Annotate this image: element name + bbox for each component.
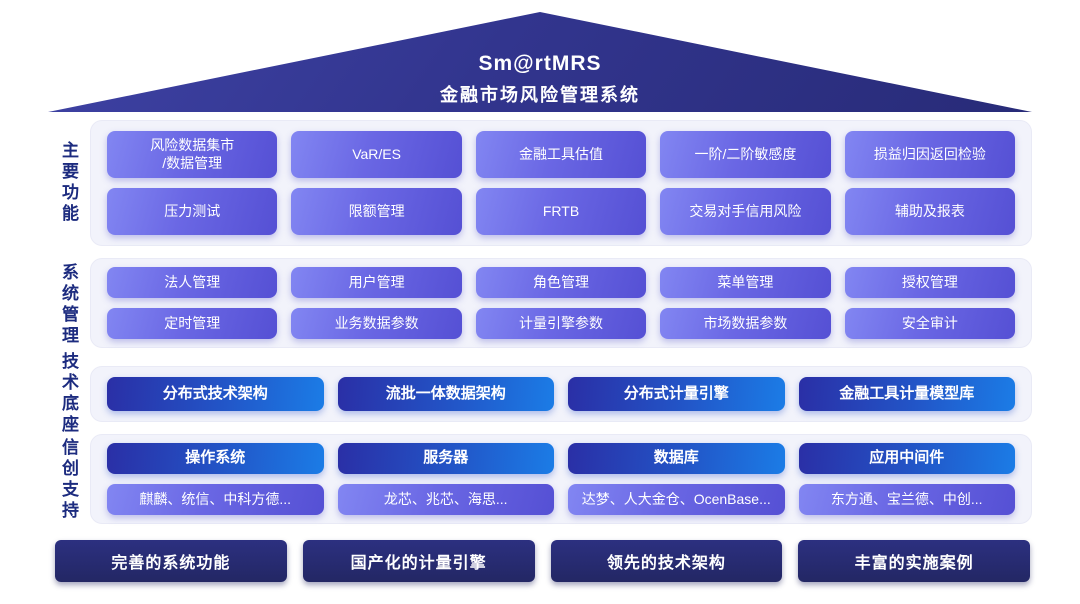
panel-main-functions: 风险数据集市 /数据管理 VaR/ES 金融工具估值 一阶/二阶敏感度 损益归因… <box>90 120 1032 246</box>
footer-highlights: 完善的系统功能 国产化的计量引擎 领先的技术架构 丰富的实施案例 <box>55 540 1030 582</box>
module-button-pnl-attribution: 损益归因返回检验 <box>844 131 1016 178</box>
system-management-row-1: 法人管理 用户管理 角色管理 菜单管理 授权管理 <box>107 267 1016 298</box>
category-button-server: 服务器 <box>337 443 554 474</box>
module-button-var-es: VaR/ES <box>291 131 462 178</box>
highlight-rich-cases: 丰富的实施案例 <box>798 540 1030 582</box>
module-button-legal-entity: 法人管理 <box>107 267 278 298</box>
vendor-button-server: 龙芯、兆芯、海思... <box>337 484 554 515</box>
module-button-aux-reports: 辅助及报表 <box>844 188 1016 235</box>
section-label-xinchuang-support: 信创支持 <box>59 438 78 522</box>
tech-base-row: 分布式技术架构 流批一体数据架构 分布式计量引擎 金融工具计量模型库 <box>107 377 1015 411</box>
module-button-engine-params: 计量引擎参数 <box>475 308 647 339</box>
tech-button-model-library: 金融工具计量模型库 <box>798 377 1015 411</box>
category-button-database: 数据库 <box>568 443 785 474</box>
category-button-middleware: 应用中间件 <box>798 443 1015 474</box>
module-button-security-audit: 安全审计 <box>844 308 1016 339</box>
section-label-tech-base: 技术底座 <box>59 352 78 436</box>
module-button-user-management: 用户管理 <box>291 267 462 298</box>
module-button-authorization: 授权管理 <box>844 267 1016 298</box>
panel-tech-base: 分布式技术架构 流批一体数据架构 分布式计量引擎 金融工具计量模型库 <box>90 366 1032 422</box>
tech-button-distributed-engine: 分布式计量引擎 <box>568 377 785 411</box>
highlight-domestic-engine: 国产化的计量引擎 <box>302 540 535 582</box>
panel-system-management: 法人管理 用户管理 角色管理 菜单管理 授权管理 定时管理 业务数据参数 计量引… <box>90 258 1032 348</box>
highlight-complete-functions: 完善的系统功能 <box>55 540 287 582</box>
vendor-button-database: 达梦、人大金仓、OcenBase... <box>568 484 785 515</box>
category-button-os: 操作系统 <box>107 443 324 474</box>
xinchuang-category-row: 操作系统 服务器 数据库 应用中间件 <box>107 443 1015 474</box>
module-button-risk-data-mart: 风险数据集市 /数据管理 <box>107 131 278 178</box>
tech-button-distributed-architecture: 分布式技术架构 <box>107 377 324 411</box>
system-management-row-2: 定时管理 业务数据参数 计量引擎参数 市场数据参数 安全审计 <box>107 308 1016 339</box>
roof-banner: Sm@rtMRS 金融市场风险管理系统 <box>48 12 1032 112</box>
tech-button-stream-batch-data: 流批一体数据架构 <box>337 377 554 411</box>
module-button-stress-test: 压力测试 <box>107 188 278 235</box>
main-functions-row-1: 风险数据集市 /数据管理 VaR/ES 金融工具估值 一阶/二阶敏感度 损益归因… <box>107 131 1016 178</box>
highlight-leading-architecture: 领先的技术架构 <box>550 540 783 582</box>
system-subtitle: 金融市场风险管理系统 <box>440 85 640 105</box>
section-label-main-functions: 主要功能 <box>59 141 78 225</box>
main-functions-row-2: 压力测试 限额管理 FRTB 交易对手信用风险 辅助及报表 <box>107 188 1016 235</box>
module-button-sensitivities: 一阶/二阶敏感度 <box>660 131 831 178</box>
panel-xinchuang-support: 操作系统 服务器 数据库 应用中间件 麒麟、统信、中科方德... 龙芯、兆芯、海… <box>90 434 1032 524</box>
module-button-counterparty-credit-risk: 交易对手信用风险 <box>660 188 831 235</box>
vendor-button-os: 麒麟、统信、中科方德... <box>107 484 324 515</box>
vendor-button-middleware: 东方通、宝兰德、中创... <box>798 484 1015 515</box>
module-button-role-management: 角色管理 <box>475 267 647 298</box>
module-button-instrument-valuation: 金融工具估值 <box>475 131 647 178</box>
module-button-frtb: FRTB <box>475 188 647 235</box>
module-button-scheduler: 定时管理 <box>107 308 278 339</box>
module-button-limit-management: 限额管理 <box>291 188 462 235</box>
system-title: Sm@rtMRS <box>478 52 602 75</box>
module-button-business-params: 业务数据参数 <box>291 308 462 339</box>
xinchuang-vendor-row: 麒麟、统信、中科方德... 龙芯、兆芯、海思... 达梦、人大金仓、OcenBa… <box>107 484 1015 515</box>
section-label-system-management: 系统管理 <box>59 263 78 347</box>
module-button-market-data-params: 市场数据参数 <box>660 308 831 339</box>
module-button-menu-management: 菜单管理 <box>660 267 831 298</box>
